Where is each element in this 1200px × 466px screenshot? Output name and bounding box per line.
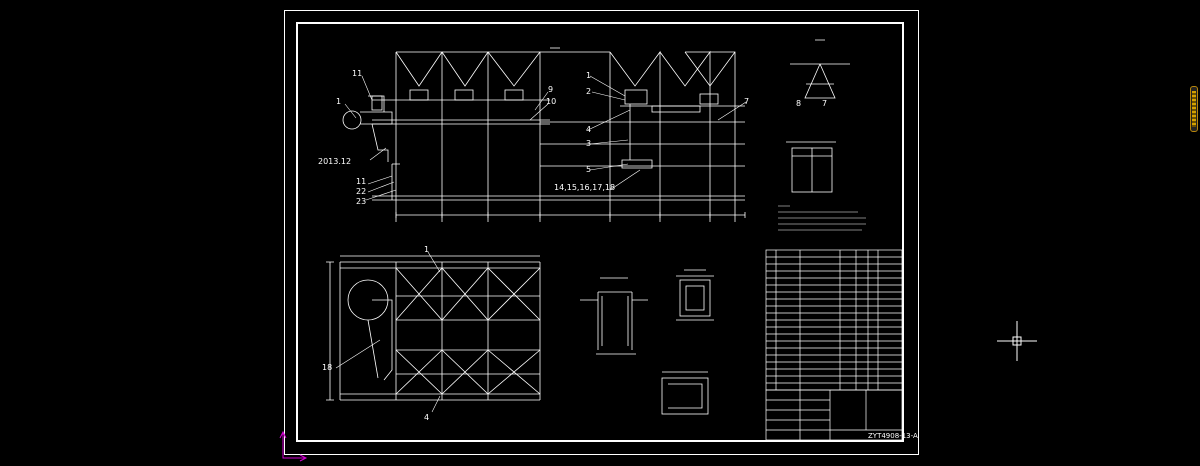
drawing-number: ZYT4908-13-A: [868, 432, 918, 440]
detail-callout-8: 8: [796, 99, 801, 108]
sheet-inner-border: [296, 22, 904, 442]
callout-2-mid: 2: [586, 87, 591, 96]
scroll-grip-icon[interactable]: [1190, 86, 1198, 132]
detail-section-c: [661, 371, 709, 415]
callout-9: 9: [548, 85, 553, 94]
callout-11-bottom: 11: [356, 177, 366, 186]
detail-section-a: [580, 277, 648, 355]
plan-callout-4: 4: [424, 413, 429, 422]
detail-top-right: [786, 39, 850, 193]
plan-view: [326, 255, 541, 401]
callout-5-mid: 5: [586, 165, 591, 174]
scroll-thumb[interactable]: [1192, 91, 1196, 127]
plan-callouts: [335, 251, 441, 413]
callout-4-mid: 4: [586, 125, 591, 134]
callout-date: 2013.12: [318, 157, 351, 166]
callout-11-top: 11: [352, 69, 362, 78]
sheet-outer-border: [284, 10, 919, 455]
technical-notes: [778, 205, 866, 231]
ucs-icon: [279, 430, 308, 462]
elevation-callouts: [344, 75, 747, 201]
detail-section-b: [676, 269, 714, 321]
callout-23: 23: [356, 197, 366, 206]
title-block: [765, 389, 903, 441]
crosshair-cursor-icon[interactable]: [997, 321, 1037, 361]
parts-list: [765, 249, 903, 391]
callout-3-mid: 3: [586, 139, 591, 148]
plan-callout-18: 18: [322, 363, 332, 372]
callout-1-mid: 1: [586, 71, 591, 80]
plan-callout-1: 1: [424, 245, 429, 254]
callout-7: 7: [744, 97, 749, 106]
callout-22: 22: [356, 187, 366, 196]
member-label: 14,15,16,17,18: [554, 183, 615, 192]
callout-1-left: 1: [336, 97, 341, 106]
elevation-view: [342, 47, 746, 222]
detail-callout-7: 7: [822, 99, 827, 108]
callout-10: 10: [546, 97, 556, 106]
